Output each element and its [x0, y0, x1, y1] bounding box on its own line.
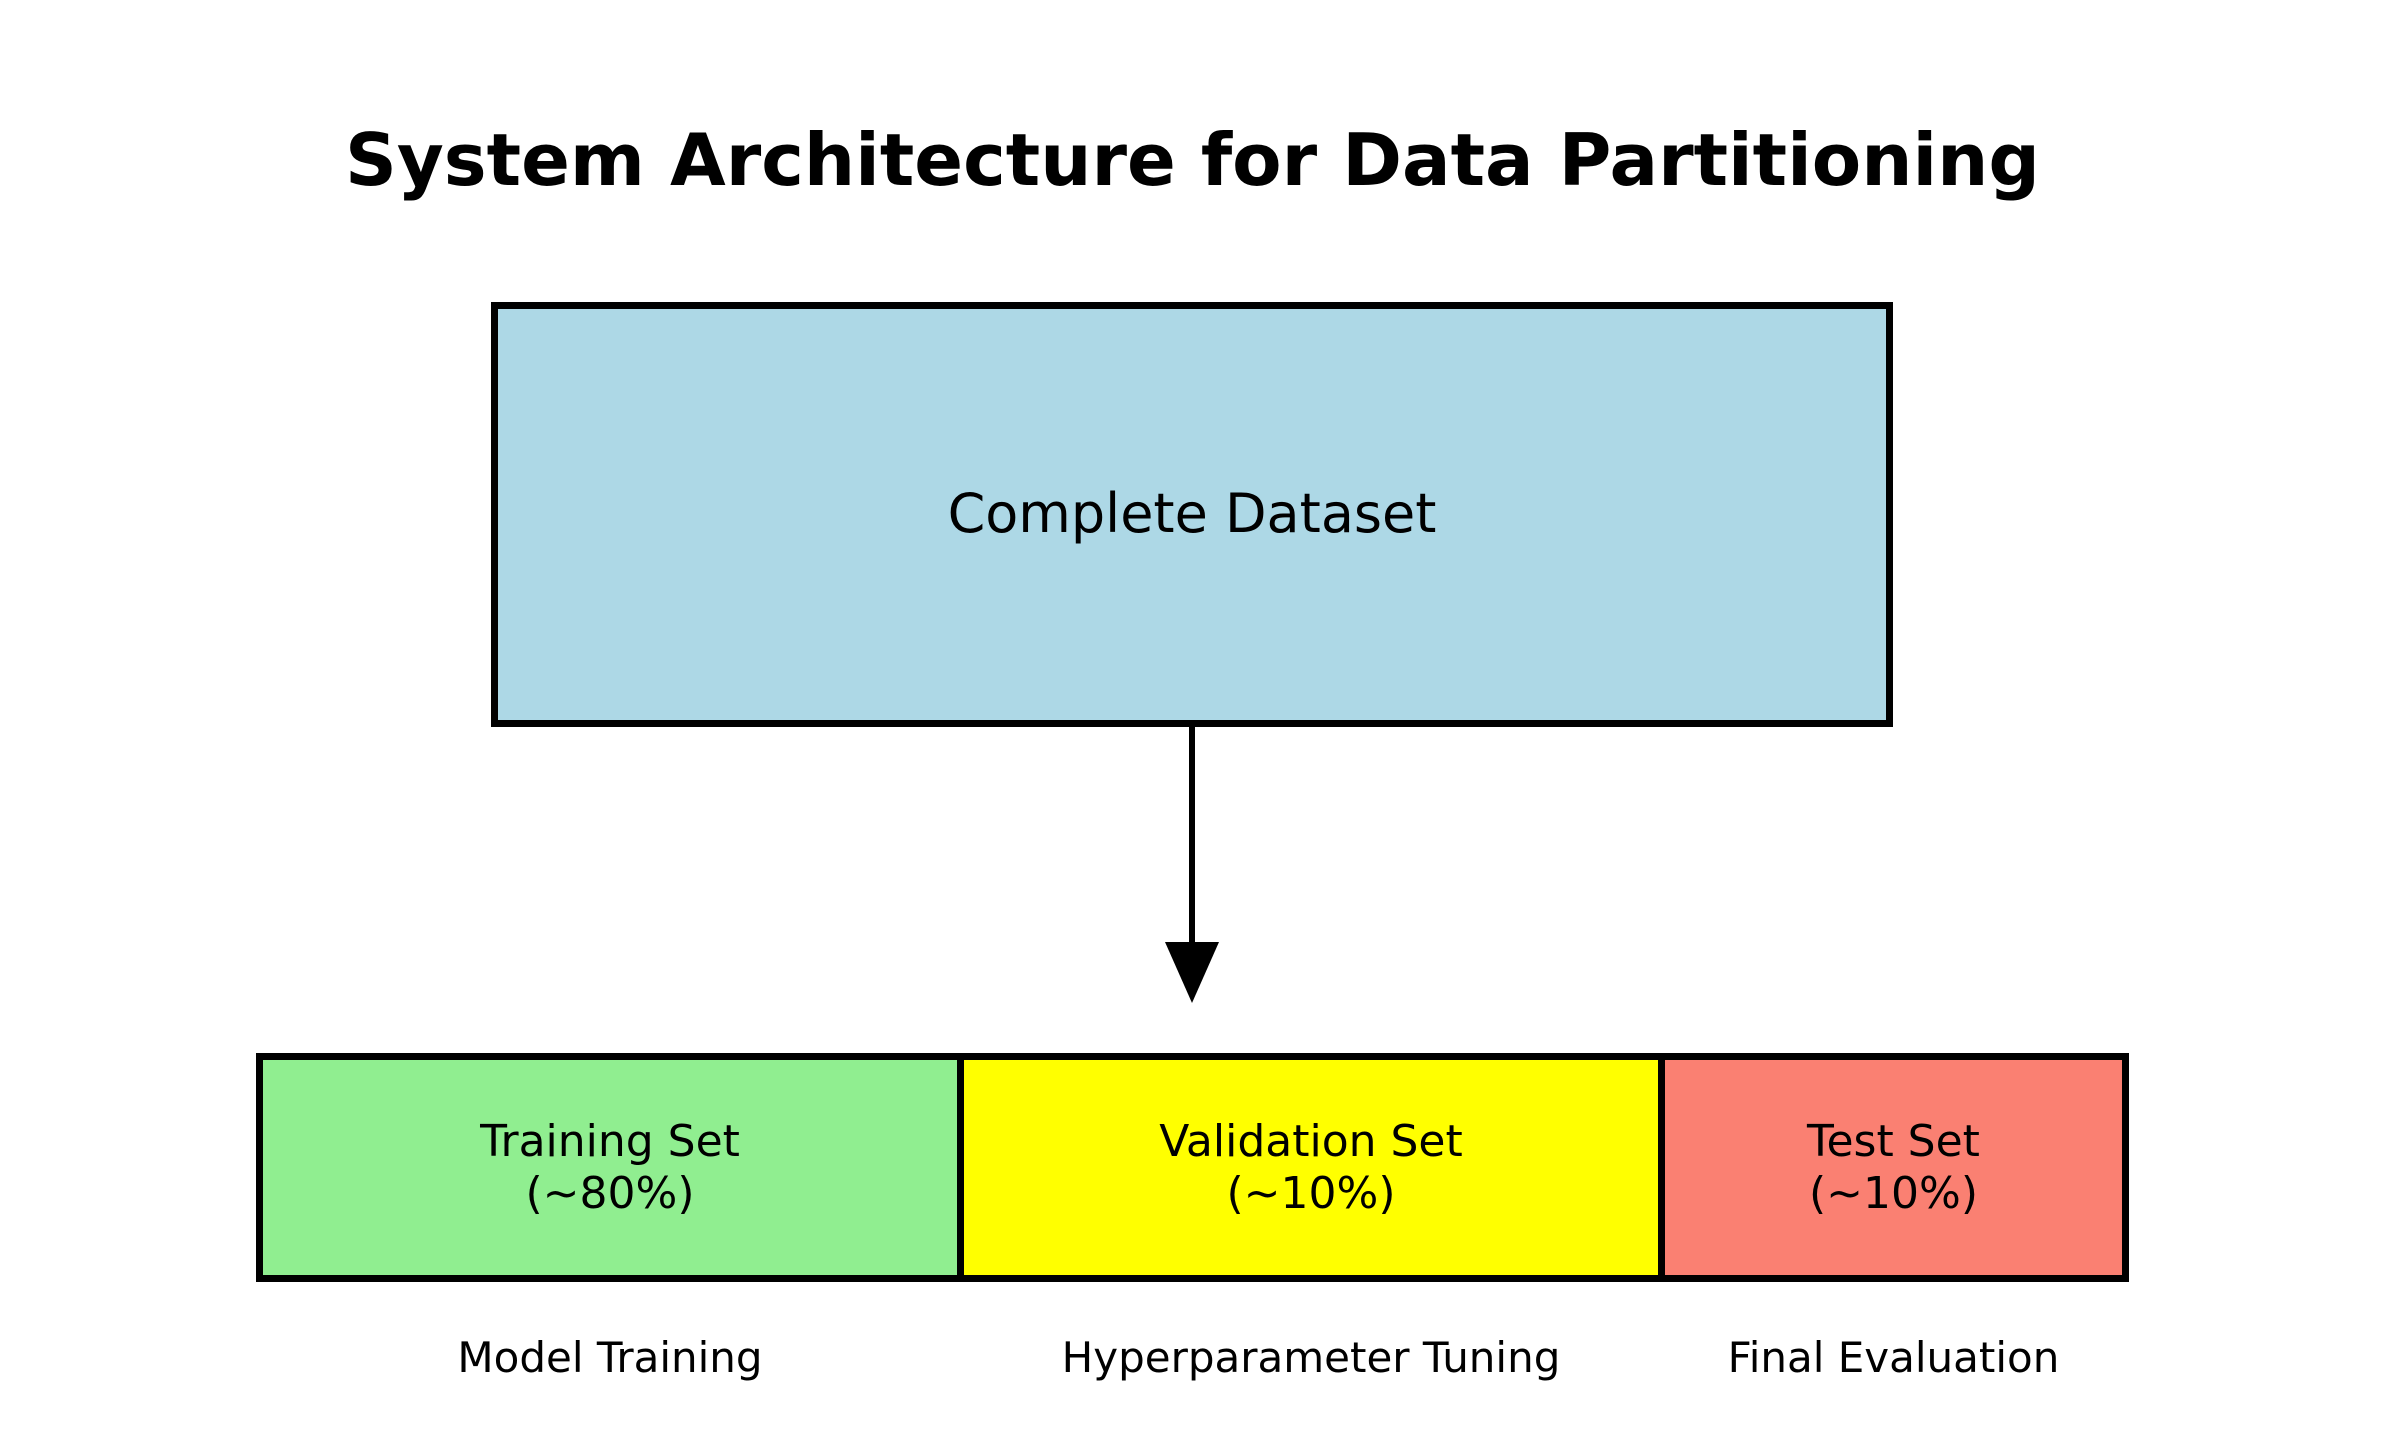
training-set-box: Training Set (~80%) — [256, 1053, 964, 1282]
test-set-box: Test Set (~10%) — [1658, 1053, 2129, 1282]
test-set-caption: Final Evaluation — [1727, 1333, 2060, 1382]
complete-dataset-box: Complete Dataset — [491, 302, 1893, 727]
validation-set-box: Validation Set (~10%) — [957, 1053, 1665, 1282]
complete-dataset-label: Complete Dataset — [947, 482, 1437, 546]
flow-arrow-head-icon — [1165, 942, 1219, 1003]
flow-arrow-shaft — [1189, 727, 1195, 945]
test-set-label: Test Set — [1807, 1115, 1980, 1167]
training-set-label: Training Set — [480, 1115, 740, 1167]
validation-set-share: (~10%) — [1226, 1167, 1396, 1219]
validation-set-label: Validation Set — [1159, 1115, 1463, 1167]
diagram-title: System Architecture for Data Partitionin… — [345, 118, 2040, 202]
training-set-caption: Model Training — [457, 1333, 763, 1382]
validation-set-caption: Hyperparameter Tuning — [1061, 1333, 1561, 1382]
test-set-share: (~10%) — [1809, 1167, 1978, 1219]
training-set-share: (~80%) — [525, 1167, 695, 1219]
